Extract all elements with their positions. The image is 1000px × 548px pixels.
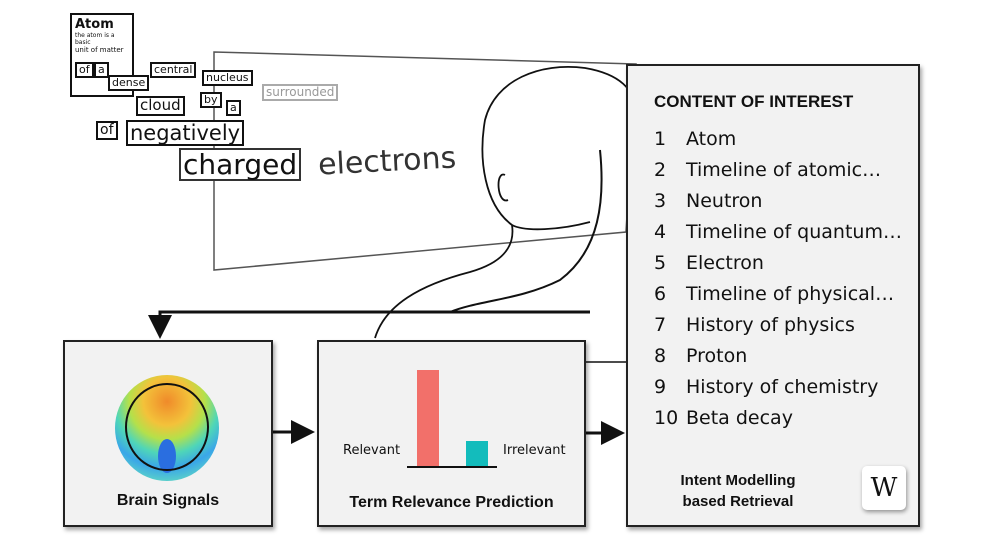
item-label: History of chemistry bbox=[686, 376, 879, 398]
item-number: 4 bbox=[654, 221, 667, 243]
item-number: 3 bbox=[654, 190, 667, 212]
word: a bbox=[94, 62, 109, 78]
content-item[interactable]: 6 Timeline of physical… bbox=[654, 283, 894, 305]
label-irrelevant: Irrelevant bbox=[503, 443, 566, 458]
item-label: History of physics bbox=[686, 314, 855, 336]
word: a bbox=[226, 100, 241, 116]
document-text: unit of matter bbox=[75, 46, 124, 54]
item-number: 8 bbox=[654, 345, 667, 367]
brain-signals-box: Brain Signals bbox=[63, 340, 273, 527]
term-relevance-box: Relevant Irrelevant Term Relevance Predi… bbox=[317, 340, 586, 527]
person-outline bbox=[374, 66, 636, 339]
item-label: Electron bbox=[686, 252, 764, 274]
bar-relevant bbox=[417, 370, 439, 467]
retrieval-caption: Intent Modelling based Retrieval bbox=[658, 470, 818, 512]
retrieval-box: CONTENT OF INTEREST 1 Atom 2 Timeline of at… bbox=[626, 64, 920, 527]
content-item[interactable]: 1 Atom bbox=[654, 128, 736, 150]
content-item[interactable]: 3 Neutron bbox=[654, 190, 762, 212]
eeg-topography-map bbox=[115, 375, 219, 481]
content-item[interactable]: 8 Proton bbox=[654, 345, 747, 367]
label-relevant: Relevant bbox=[343, 443, 401, 458]
word: cloud bbox=[136, 96, 185, 116]
item-number: 5 bbox=[654, 252, 667, 274]
word: of bbox=[75, 62, 94, 78]
word-electrons: electrons bbox=[317, 140, 458, 183]
bar-irrelevant bbox=[466, 440, 488, 467]
wikipedia-logo: W bbox=[862, 466, 906, 510]
word: by bbox=[200, 92, 222, 108]
item-label: Atom bbox=[686, 128, 737, 150]
document-text: the atom is a basic bbox=[75, 32, 115, 46]
content-item[interactable]: 5 Electron bbox=[654, 252, 764, 274]
feedback-arrow bbox=[148, 310, 590, 339]
item-label: Proton bbox=[686, 345, 748, 367]
eeg-cable bbox=[449, 149, 603, 313]
content-item[interactable]: 10 Beta decay bbox=[654, 407, 793, 429]
word: central bbox=[150, 62, 197, 78]
document-title: Atom bbox=[75, 17, 114, 32]
word: surrounded bbox=[262, 84, 339, 101]
word: dense bbox=[108, 75, 150, 91]
content-item[interactable]: 7 History of physics bbox=[654, 314, 855, 336]
item-label: Timeline of atomic… bbox=[686, 159, 882, 181]
item-label: Timeline of physical… bbox=[686, 283, 895, 305]
term-relevance-caption: Term Relevance Prediction bbox=[349, 494, 554, 511]
item-number: 2 bbox=[654, 159, 667, 181]
item-label: Timeline of quantum… bbox=[686, 221, 902, 243]
word: of bbox=[96, 121, 118, 140]
caption-line: Intent Modelling bbox=[680, 472, 796, 489]
content-heading: CONTENT OF INTEREST bbox=[654, 92, 854, 111]
item-label: Neutron bbox=[686, 190, 763, 212]
word: nucleus bbox=[202, 70, 253, 86]
content-item[interactable]: 2 Timeline of atomic… bbox=[654, 159, 881, 181]
item-number: 1 bbox=[654, 128, 667, 150]
brain-signals-caption: Brain Signals bbox=[116, 492, 220, 509]
item-number: 10 bbox=[654, 407, 679, 429]
word: negatively bbox=[126, 120, 245, 147]
caption-line: based Retrieval bbox=[682, 493, 794, 510]
item-label: Beta decay bbox=[686, 407, 793, 429]
item-number: 7 bbox=[654, 314, 667, 336]
word-charged: charged bbox=[183, 148, 298, 181]
content-item[interactable]: 4 Timeline of quantum… bbox=[654, 221, 902, 243]
chart-baseline bbox=[407, 466, 497, 468]
item-number: 6 bbox=[654, 283, 667, 305]
word: charged bbox=[179, 148, 302, 182]
content-item[interactable]: 9 History of chemistry bbox=[654, 376, 878, 398]
item-number: 9 bbox=[654, 376, 667, 398]
